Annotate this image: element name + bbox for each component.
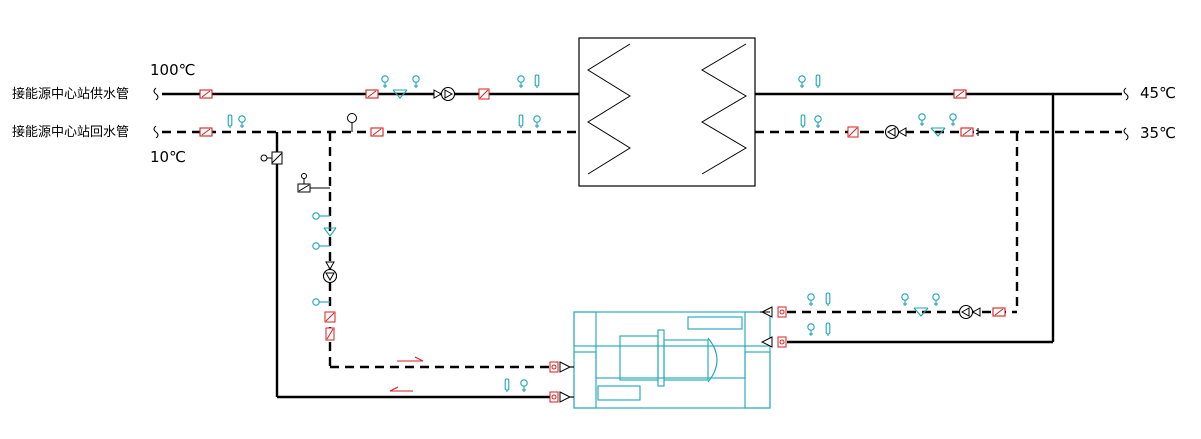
strainer-icon — [323, 227, 337, 237]
pressure-gauge-icon — [949, 113, 957, 127]
pipe-break-icon — [153, 125, 159, 139]
check-valve-icon — [478, 88, 490, 100]
air-vent-valve-icon — [260, 151, 283, 165]
pressure-gauge-icon — [814, 115, 822, 129]
thermometer-icon — [825, 322, 831, 337]
hp-connection-valve-icon — [549, 361, 574, 373]
pressure-gauge-icon — [807, 293, 815, 307]
valve-icon — [325, 327, 335, 341]
supply-temp-left: 100℃ — [150, 61, 195, 79]
pressure-gauge-icon — [381, 75, 389, 89]
pressure-gauge-icon — [918, 113, 926, 127]
hp-connection-valve-icon — [760, 336, 787, 348]
thermometer-icon — [825, 292, 831, 307]
flow-arrow-icon — [389, 386, 413, 392]
check-valve-icon — [847, 126, 859, 138]
pressure-gauge-icon — [932, 293, 940, 307]
return-valve-icon — [960, 127, 974, 137]
thermometer-icon — [227, 114, 233, 129]
pipe-break-icon — [1123, 87, 1129, 101]
pump-icon — [958, 304, 981, 320]
pressure-gauge-icon — [807, 323, 815, 337]
supply-valve-icon — [365, 89, 379, 99]
balance-valve-icon — [297, 173, 330, 193]
pressure-gauge-icon — [312, 298, 330, 306]
return-temp-right: 35℃ — [1140, 124, 1176, 142]
supply-temp-right: 45℃ — [1140, 84, 1176, 102]
pressure-gauge-icon — [312, 242, 330, 250]
supply-valve-icon — [199, 89, 213, 99]
hp-connection-valve-icon — [549, 391, 574, 403]
thermometer-icon — [815, 74, 821, 89]
heat-pump-unit — [573, 311, 771, 409]
pressure-gauge-icon — [520, 379, 528, 393]
pipe-break-icon — [1123, 127, 1129, 141]
pressure-gauge-icon — [533, 115, 541, 129]
return-valve-icon — [199, 127, 213, 137]
pipe-break-icon — [153, 87, 159, 101]
pressure-gauge-icon — [412, 75, 420, 89]
pump-icon — [433, 86, 456, 102]
thermometer-icon — [518, 114, 524, 129]
pressure-gauge-icon — [901, 293, 909, 307]
supply-pipe-label: 接能源中心站供水管 — [12, 86, 129, 102]
pressure-gauge-icon — [238, 115, 246, 129]
valve-icon — [992, 307, 1006, 317]
hp-connection-valve-icon — [760, 306, 787, 318]
pressure-gauge-icon — [517, 75, 525, 89]
return-valve-icon — [370, 127, 384, 137]
pressure-gauge-icon — [798, 75, 806, 89]
thermometer-icon — [534, 74, 540, 89]
return-pipe-label: 接能源中心站回水管 — [12, 124, 129, 140]
plate-heat-exchanger — [578, 37, 756, 187]
thermometer-icon — [504, 378, 510, 393]
thermometer-icon — [800, 114, 806, 129]
check-valve-icon — [324, 311, 336, 323]
pump-icon — [322, 261, 338, 284]
flow-arrow-icon — [397, 356, 424, 362]
temperature-sensor-icon — [347, 113, 357, 132]
supply-valve-icon — [953, 89, 967, 99]
pump-icon — [884, 124, 907, 140]
return-temp-left: 10℃ — [150, 148, 186, 166]
pressure-gauge-icon — [312, 212, 330, 220]
flow-arrow-icon — [975, 128, 983, 136]
